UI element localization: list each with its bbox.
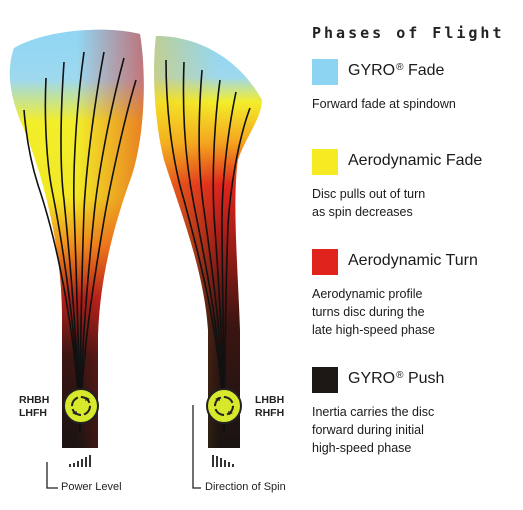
legend-name-aerodynamic-fade: Aerodynamic Fade	[348, 152, 483, 169]
legend-desc-aerodynamic-turn: Aerodynamic profile turns disc during th…	[312, 287, 436, 337]
direction-of-spin-label: Direction of Spin	[205, 481, 286, 493]
legend-desc-gyro-push: Inertia carries the disc forward during …	[312, 405, 435, 455]
right-throw-line1: LHBH	[255, 394, 285, 406]
power-level-bracket	[46, 462, 58, 489]
legend-swatch-gyro-fade	[312, 59, 338, 85]
left-throw-label: RHBH LHFH	[19, 394, 49, 420]
right-throw-label: LHBH RHFH	[255, 394, 284, 420]
left-throw-line2: LHFH	[19, 407, 47, 419]
legend-swatch-gyro-push	[312, 367, 338, 393]
legend-name-gyro-fade: GYRO® Fade	[348, 62, 445, 79]
legend-swatch-aerodynamic-turn	[312, 249, 338, 275]
flight-path-diagram	[9, 29, 262, 489]
power-level-icon	[69, 455, 91, 467]
left-spin-badge	[63, 388, 99, 424]
legend-name-aerodynamic-turn: Aerodynamic Turn	[348, 252, 478, 269]
right-spin-badge	[206, 388, 242, 424]
spin-direction-icon	[212, 455, 234, 467]
legend-desc-aerodynamic-fade: Disc pulls out of turn as spin decreases	[312, 187, 426, 219]
power-level-label: Power Level	[61, 481, 122, 493]
left-throw-line1: RHBH	[19, 394, 50, 406]
right-flight-path-lines	[165, 59, 251, 433]
left-flight-path-lines	[23, 51, 137, 433]
legend-title: Phases of Flight	[312, 24, 505, 42]
legend-name-gyro-push: GYRO® Push	[348, 370, 445, 387]
legend-desc-gyro-fade: Forward fade at spindown	[312, 97, 456, 111]
right-throw-line2: RHFH	[255, 407, 285, 419]
legend-swatch-aerodynamic-fade	[312, 149, 338, 175]
spin-direction-bracket	[192, 405, 201, 489]
